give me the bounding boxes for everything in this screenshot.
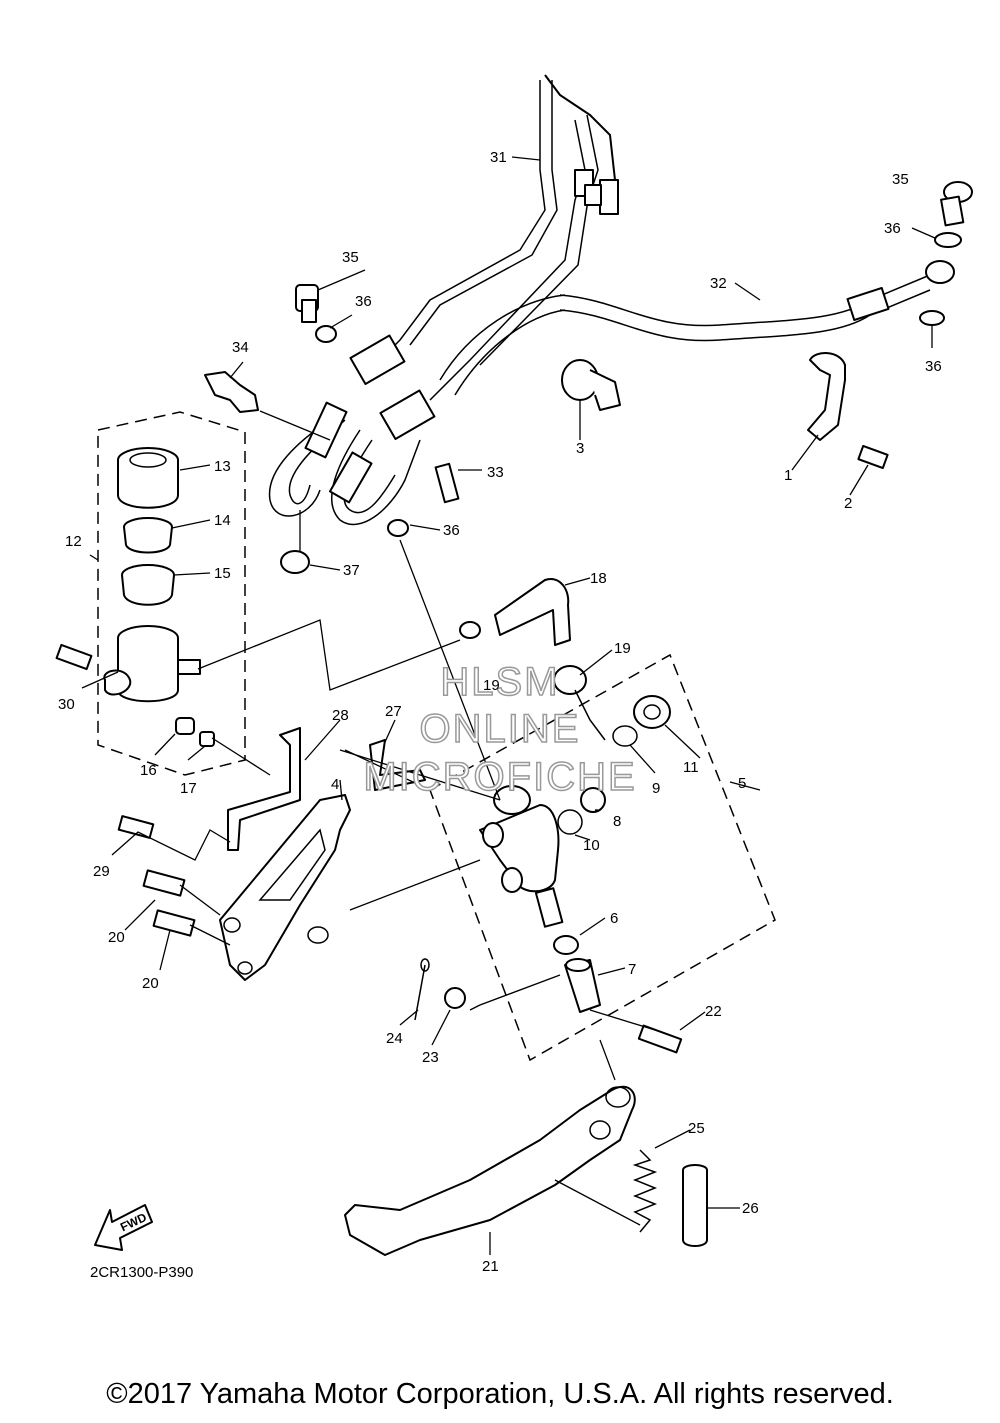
callout-32: 32 [710, 275, 727, 292]
clevis-7 [564, 958, 601, 1013]
brake-hose-32 [439, 274, 931, 396]
callout-3: 3 [576, 440, 584, 457]
callout-16: 16 [140, 762, 157, 779]
bracket-27 [369, 739, 426, 791]
washer-23 [444, 987, 466, 1009]
callout-26: 26 [742, 1200, 759, 1217]
callout-9: 9 [652, 780, 660, 797]
bracket-28 [227, 727, 301, 851]
bolt-2 [857, 444, 889, 470]
callout-23: 23 [422, 1049, 439, 1066]
brake-hose-loop-left [268, 334, 436, 526]
callout-2: 2 [844, 495, 852, 512]
watermark-line-2: ONLINE [420, 707, 581, 751]
callout-19: 19 [614, 640, 631, 657]
callout-13: 13 [214, 458, 231, 475]
leader-lines [81, 156, 936, 1255]
hose-fitting-16 [175, 717, 195, 735]
callout-6: 6 [610, 910, 618, 927]
callout-34: 34 [232, 339, 249, 356]
callout-7: 7 [628, 961, 636, 978]
master-cylinder-body [479, 785, 564, 928]
callout-8: 8 [613, 813, 621, 830]
o-ring-10 [557, 809, 583, 835]
push-rod-8 [580, 787, 606, 813]
callout-30: 30 [58, 696, 75, 713]
bolt-20-bottom [152, 909, 196, 937]
diagram-code: 2CR1300-P390 [90, 1264, 193, 1281]
master-cylinder-dashed-box [429, 653, 776, 1062]
callout-18: 18 [590, 570, 607, 587]
callout-27: 27 [385, 703, 402, 720]
callout-17: 17 [180, 780, 197, 797]
callout-19: 19 [483, 677, 500, 694]
diaphragm-plate-14 [123, 517, 173, 554]
callout-5: 5 [738, 775, 746, 792]
callout-15: 15 [214, 565, 231, 582]
callout-28: 28 [332, 707, 349, 724]
union-bolt-35-right [940, 181, 973, 227]
fwd-arrow-icon: FWD [94, 1204, 153, 1251]
sleeve-26 [682, 1164, 708, 1247]
callout-36: 36 [925, 358, 942, 375]
washer-36-left [315, 325, 337, 343]
bolt-33 [434, 462, 460, 504]
callout-labels: 31 35 36 32 36 35 36 34 33 36 3 1 2 13 1… [58, 149, 942, 1275]
callout-33: 33 [487, 464, 504, 481]
hose-clamp-34 [204, 371, 259, 413]
callout-21: 21 [482, 1258, 499, 1275]
nut-6 [553, 935, 579, 955]
hose-clip-19-top [459, 621, 481, 639]
callout-20: 20 [108, 929, 125, 946]
footrest-bracket-4 [219, 794, 351, 981]
copyright-notice: ©2017 Yamaha Motor Corporation, U.S.A. A… [106, 1378, 894, 1410]
callout-11: 11 [683, 759, 699, 776]
callout-4: 4 [331, 776, 339, 793]
circlip-9 [612, 725, 638, 747]
hose-end-fitting [925, 260, 955, 284]
callout-24: 24 [386, 1030, 403, 1047]
washer-36-mid [387, 519, 409, 537]
watermark-line-1: HLSM [440, 660, 559, 704]
clip-17 [199, 731, 215, 747]
callout-31: 31 [490, 149, 507, 166]
callout-12: 12 [65, 533, 82, 550]
bolt-29 [117, 815, 155, 839]
callout-35: 35 [892, 171, 909, 188]
washer-36-bottom-right [919, 310, 945, 326]
boot-11 [633, 695, 671, 729]
callout-36: 36 [443, 522, 460, 539]
joint-19 [553, 665, 606, 741]
callout-25: 25 [688, 1120, 705, 1137]
callout-37: 37 [343, 562, 360, 579]
hose-clamp-37 [280, 550, 310, 574]
watermark-line-3: MICROFICHE [363, 755, 636, 799]
pin-22 [637, 1024, 683, 1054]
callout-36: 36 [884, 220, 901, 237]
brake-pedal-21 [344, 1085, 636, 1256]
washer-36-top-right [934, 232, 962, 248]
bolt-20-top [142, 869, 186, 897]
callout-29: 29 [93, 863, 110, 880]
brake-hose-31 [379, 74, 619, 401]
callout-10: 10 [583, 837, 600, 854]
callout-36: 36 [355, 293, 372, 310]
spring-25 [632, 1149, 658, 1233]
callout-1: 1 [784, 467, 792, 484]
bolt-30 [55, 643, 93, 671]
reservoir-hose-18 [494, 578, 571, 646]
union-bolt-35-left [295, 284, 319, 323]
hose-clamp-3 [561, 359, 621, 411]
diaphragm-15 [121, 564, 175, 606]
reservoir-cap-13 [117, 447, 179, 509]
callout-35: 35 [342, 249, 359, 266]
callout-22: 22 [705, 1003, 722, 1020]
reservoir-dashed-box [97, 411, 246, 776]
callout-14: 14 [214, 512, 231, 529]
hose-guide-1 [807, 352, 846, 441]
callout-20: 20 [142, 975, 159, 992]
reservoir-tank [103, 625, 201, 703]
